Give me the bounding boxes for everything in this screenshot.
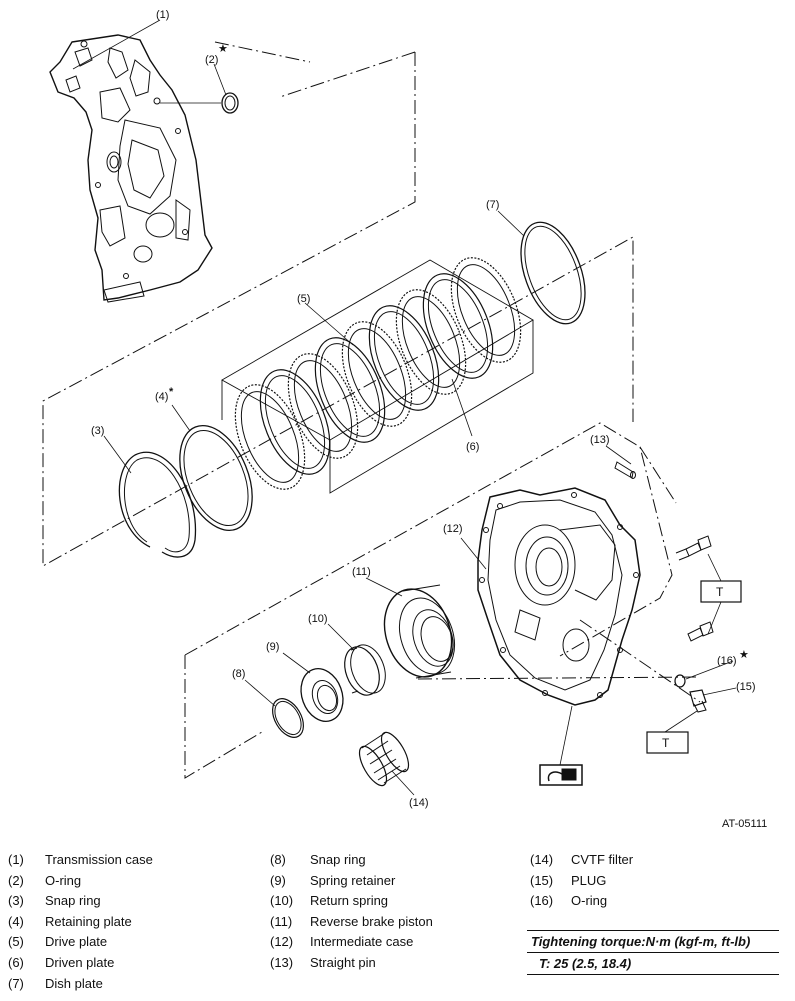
torque-spec-table: Tightening torque:N·m (kgf-m, ft-lb) T: … bbox=[527, 930, 779, 975]
callout-11: (11) bbox=[352, 566, 371, 578]
exploded-view-diagram: (1) (2) (3) (4) (5) (6) (7) (8) (9) (10)… bbox=[42, 9, 767, 830]
callout-6: (6) bbox=[466, 441, 479, 453]
torque-value: T: 25 (2.5, 18.4) bbox=[527, 953, 779, 975]
dish-plate bbox=[520, 221, 586, 325]
callout-3: (3) bbox=[91, 425, 104, 437]
retaining-plate bbox=[179, 424, 253, 532]
asterisk-icon-retaining-plate: * bbox=[169, 386, 174, 398]
torque-letter-lower: T bbox=[662, 736, 670, 750]
legend-item: (3)Snap ring bbox=[8, 893, 101, 909]
torque-letter-upper: T bbox=[716, 585, 724, 599]
straight-pin bbox=[614, 461, 636, 479]
callout-5: (5) bbox=[297, 293, 310, 305]
callout-1: (1) bbox=[156, 9, 169, 21]
snap-ring-3 bbox=[118, 451, 197, 558]
callout-15: (15) bbox=[736, 681, 756, 693]
callout-10: (10) bbox=[308, 613, 328, 625]
reverse-brake-piston bbox=[383, 584, 456, 679]
callout-9: (9) bbox=[266, 641, 279, 653]
legend-item: (2)O-ring bbox=[8, 872, 82, 888]
legend-item: (10)Return spring bbox=[270, 893, 389, 909]
legend-column-1: (1)Transmission case (2)O-ring (3)Snap r… bbox=[8, 850, 153, 994]
legend-column-2: (8)Snap ring (9)Spring retainer (10)Retu… bbox=[270, 850, 433, 974]
clutch-plate-stack bbox=[234, 257, 522, 490]
callout-12: (12) bbox=[443, 523, 463, 535]
o-ring-16 bbox=[674, 674, 686, 688]
bolt-lower bbox=[687, 621, 714, 642]
legend-item: (9)Spring retainer bbox=[270, 872, 396, 888]
spring-retainer bbox=[300, 668, 344, 722]
star-icon-o-ring-16: ★ bbox=[739, 649, 749, 661]
legend-item: (1)Transmission case bbox=[8, 852, 153, 867]
legend-item: (15)PLUG bbox=[530, 872, 607, 888]
callout-16: (16) bbox=[717, 655, 737, 667]
transmission-case bbox=[49, 34, 213, 303]
intermediate-case bbox=[477, 487, 641, 706]
legend-item: (14)CVTF filter bbox=[530, 852, 634, 867]
figure-id: AT-05111 bbox=[722, 818, 767, 830]
cvtf-filter bbox=[358, 731, 410, 787]
torque-box-lower bbox=[646, 731, 689, 754]
legend-item: (11)Reverse brake piston bbox=[270, 913, 433, 929]
legend-item: (6)Driven plate bbox=[8, 954, 115, 970]
snap-ring-8 bbox=[272, 698, 304, 738]
return-spring bbox=[344, 644, 386, 696]
legend-item: (5)Drive plate bbox=[8, 934, 108, 950]
callout-14: (14) bbox=[409, 797, 429, 809]
callout-2: (2) bbox=[205, 54, 218, 66]
callout-7: (7) bbox=[486, 199, 499, 211]
plug bbox=[689, 689, 707, 713]
callout-13: (13) bbox=[590, 434, 610, 446]
star-icon-o-ring-2: ★ bbox=[218, 43, 228, 55]
legend-item: (12)Intermediate case bbox=[270, 934, 414, 950]
legend-item: (8)Snap ring bbox=[270, 852, 366, 867]
sealant-icon bbox=[539, 764, 583, 786]
legend-item: (7)Dish plate bbox=[8, 975, 103, 991]
legend-item: (16)O-ring bbox=[530, 893, 608, 909]
legend-item: (13)Straight pin bbox=[270, 954, 376, 970]
o-ring-2 bbox=[221, 92, 239, 114]
legend-column-3: (14)CVTF filter (15)PLUG (16)O-ring bbox=[530, 850, 633, 912]
callout-8: (8) bbox=[232, 668, 245, 680]
torque-title: Tightening torque:N·m (kgf-m, ft-lb) bbox=[527, 930, 779, 953]
bolt-upper bbox=[675, 535, 712, 561]
callout-4: (4) bbox=[155, 391, 168, 403]
legend-item: (4)Retaining plate bbox=[8, 913, 132, 929]
